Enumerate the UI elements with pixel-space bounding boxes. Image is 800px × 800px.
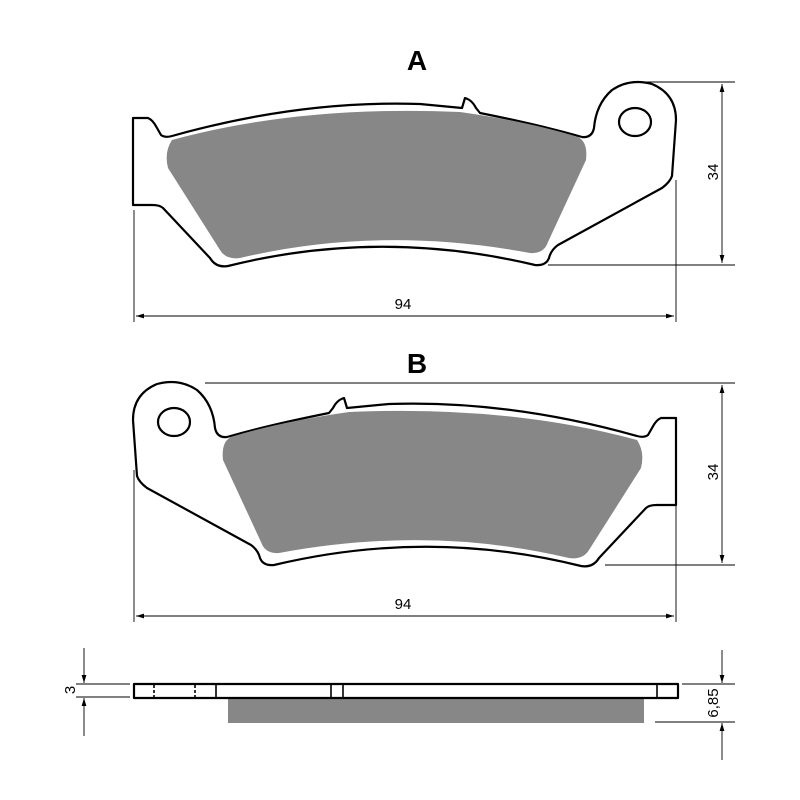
view-b: B 34 94 xyxy=(131,348,735,622)
view-a-label: A xyxy=(407,45,427,76)
brake-pad-b xyxy=(131,380,678,568)
view-a: A 34 94 xyxy=(131,45,735,322)
dimension-total-thickness: 6,85 xyxy=(655,650,735,760)
dimension-b-height-label: 34 xyxy=(705,464,722,481)
dimension-a-height: 34 xyxy=(548,81,735,266)
view-b-label: B xyxy=(407,348,427,379)
friction-material-side xyxy=(228,698,644,723)
dimension-plate-thickness: 3 xyxy=(62,648,130,736)
plate-thickness-label: 3 xyxy=(62,686,79,694)
brake-pad-a xyxy=(131,80,678,268)
dimension-b-width-label: 94 xyxy=(395,596,412,613)
dimension-a-width: 94 xyxy=(133,180,677,322)
side-view: 3 6,85 xyxy=(62,648,735,760)
dimension-a-height-label: 34 xyxy=(705,164,722,181)
total-thickness-label: 6,85 xyxy=(705,688,722,717)
dimension-a-width-label: 94 xyxy=(395,296,412,313)
dimension-b-width: 94 xyxy=(133,470,677,622)
dimension-b-height: 34 xyxy=(205,382,735,566)
backing-plate-side xyxy=(132,682,680,700)
